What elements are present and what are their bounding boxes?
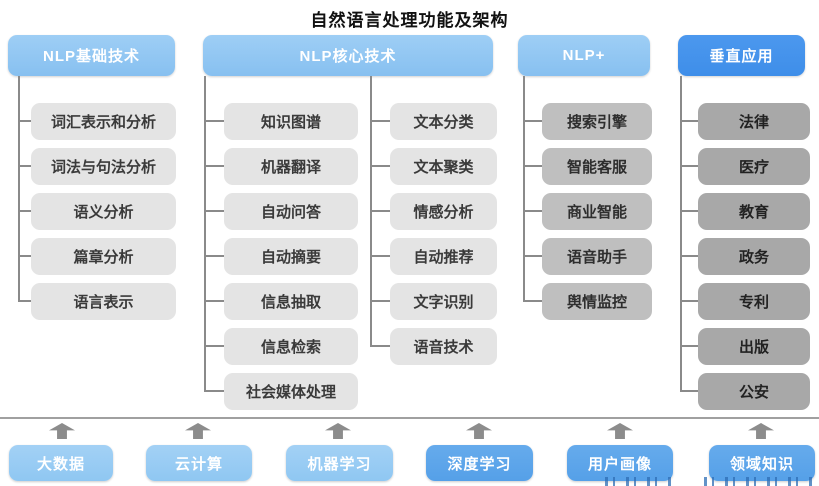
foundation-box-cloud-computing: 云计算: [146, 445, 252, 481]
nlp-core-tech-right-list: 文本分类 文本聚类 情感分析 自动推荐 文字识别 语音技术: [390, 103, 497, 365]
connector-stubs: [680, 103, 699, 410]
node-box: 社会媒体处理: [224, 373, 358, 410]
node-box: 语音技术: [390, 328, 497, 365]
up-arrow-icon: [607, 423, 633, 439]
node-box: 文本聚类: [390, 148, 497, 185]
node-box: 政务: [698, 238, 810, 275]
node-box: 自动摘要: [224, 238, 358, 275]
nlp-basic-tech-list: 词汇表示和分析 词法与句法分析 语义分析 篇章分析 语言表示: [31, 103, 176, 320]
node-box: 文本分类: [390, 103, 497, 140]
node-box: 智能客服: [542, 148, 652, 185]
node-box: 法律: [698, 103, 810, 140]
node-box: 公安: [698, 373, 810, 410]
node-box: 语言表示: [31, 283, 176, 320]
node-box: 医疗: [698, 148, 810, 185]
foundation-box-machine-learning: 机器学习: [286, 445, 393, 481]
nlp-plus-list: 搜索引擎 智能客服 商业智能 语音助手 舆情监控: [542, 103, 652, 320]
node-box: 舆情监控: [542, 283, 652, 320]
foundation-box-user-profile: 用户画像: [567, 445, 673, 481]
foundation-box-big-data: 大数据: [9, 445, 113, 481]
connector-stubs: [204, 103, 225, 410]
node-box: 自动问答: [224, 193, 358, 230]
up-arrow-icon: [325, 423, 351, 439]
node-box: 词汇表示和分析: [31, 103, 176, 140]
connector-stubs: [370, 103, 391, 365]
separator-line: [0, 417, 819, 419]
page-title: 自然语言处理功能及架构: [310, 11, 509, 30]
node-box: 出版: [698, 328, 810, 365]
node-box: 商业智能: [542, 193, 652, 230]
foundation-box-domain-knowledge: 领域知识: [709, 445, 815, 481]
node-box: 语义分析: [31, 193, 176, 230]
node-box: 信息检索: [224, 328, 358, 365]
node-box: 词法与句法分析: [31, 148, 176, 185]
node-box: 自动推荐: [390, 238, 497, 275]
column-header-nlp-core-tech: NLP核心技术: [203, 35, 493, 76]
node-box: 教育: [698, 193, 810, 230]
column-header-vertical-applications: 垂直应用: [678, 35, 805, 76]
node-box: 搜索引擎: [542, 103, 652, 140]
up-arrow-icon: [466, 423, 492, 439]
node-box: 机器翻译: [224, 148, 358, 185]
node-box: 情感分析: [390, 193, 497, 230]
node-box: 文字识别: [390, 283, 497, 320]
node-box: 专利: [698, 283, 810, 320]
node-box: 信息抽取: [224, 283, 358, 320]
node-box: 篇章分析: [31, 238, 176, 275]
nlp-core-tech-left-list: 知识图谱 机器翻译 自动问答 自动摘要 信息抽取 信息检索 社会媒体处理: [224, 103, 358, 410]
up-arrow-icon: [185, 423, 211, 439]
connector-stubs: [18, 103, 32, 320]
column-header-nlp-basic-tech: NLP基础技术: [8, 35, 175, 76]
foundation-box-deep-learning: 深度学习: [426, 445, 533, 481]
connector-stubs: [523, 103, 543, 320]
node-box: 语音助手: [542, 238, 652, 275]
up-arrow-icon: [49, 423, 75, 439]
watermark-fragment: [700, 477, 812, 486]
node-box: 知识图谱: [224, 103, 358, 140]
column-header-nlp-plus: NLP+: [518, 35, 650, 76]
vertical-applications-list: 法律 医疗 教育 政务 专利 出版 公安: [698, 103, 810, 410]
watermark-fragment: [601, 477, 671, 486]
up-arrow-icon: [748, 423, 774, 439]
